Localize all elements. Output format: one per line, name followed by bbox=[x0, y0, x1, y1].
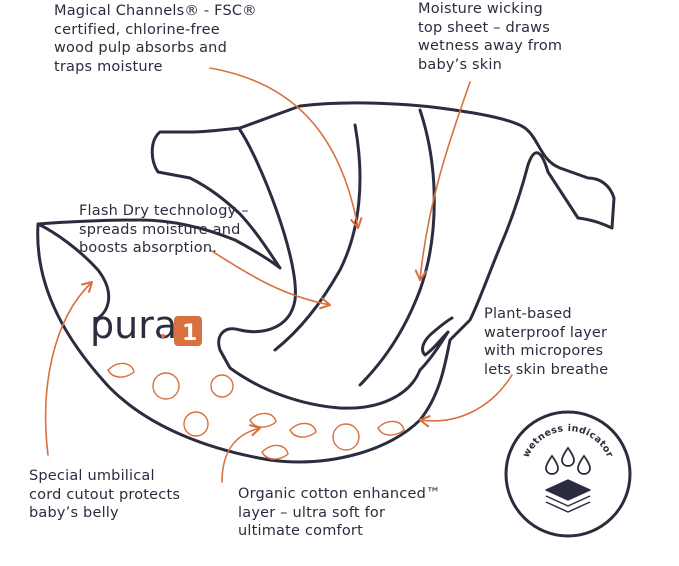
inner-channel-left bbox=[273, 123, 362, 352]
callout-magical-channels: Magical Channels® - FSC® certified, chlo… bbox=[54, 2, 257, 76]
callout-waterproof-layer: Plant-based waterproof layer with microp… bbox=[484, 305, 608, 379]
callout-line: certified, chlorine-free bbox=[54, 21, 220, 38]
leaf-print bbox=[261, 444, 289, 460]
callout-arrows bbox=[44, 67, 513, 483]
callout-umbilical-cutout: Special umbilical cord cutout protects b… bbox=[29, 467, 180, 523]
callout-line: wood pulp absorbs and bbox=[54, 40, 227, 56]
arrow-flash-dry bbox=[209, 249, 332, 310]
callout-line: spreads moisture and bbox=[79, 221, 241, 238]
callout-line: top sheet – draws bbox=[418, 19, 550, 36]
layers-icon bbox=[545, 479, 591, 513]
droplet-icon bbox=[545, 446, 591, 475]
callout-line: cord cutout protects bbox=[29, 486, 181, 503]
callout-line: Magical Channels® - FSC® bbox=[54, 3, 257, 19]
baby-face-print bbox=[183, 411, 209, 437]
arrow-waterproof-layer bbox=[418, 374, 513, 428]
arrow-organic-cotton bbox=[221, 424, 262, 483]
arrow-umbilical-cutout bbox=[44, 280, 94, 456]
diaper-illustration bbox=[36, 101, 616, 464]
callout-line: Plant-based bbox=[484, 306, 572, 322]
callout-line: Organic cotton enhanced™ bbox=[238, 486, 441, 502]
brand-logo: pura 1 bbox=[90, 303, 202, 347]
arrow-magical-channels bbox=[209, 67, 363, 230]
inner-sheet-outline bbox=[217, 128, 422, 410]
diaper-body-outline bbox=[36, 101, 616, 464]
callout-top-sheet: Moisture wicking top sheet – draws wetne… bbox=[418, 0, 562, 74]
callout-line: boosts absorption. bbox=[79, 240, 218, 256]
baby-face-print bbox=[210, 374, 234, 398]
left-wing bbox=[36, 222, 111, 322]
callout-line: traps moisture bbox=[54, 58, 163, 75]
callout-line: baby’s belly bbox=[29, 505, 119, 521]
ruffle-edge bbox=[418, 316, 454, 372]
callout-line: baby’s skin bbox=[418, 56, 503, 73]
leaf-print bbox=[249, 412, 277, 428]
inner-channel-right bbox=[358, 108, 436, 387]
wetness-indicator-badge: wetness indicator bbox=[504, 410, 632, 538]
pura-logo: pura bbox=[90, 303, 177, 347]
leaf-print bbox=[289, 422, 317, 438]
callout-line: layer – ultra soft for bbox=[238, 504, 386, 521]
callout-line: Special umbilical bbox=[29, 468, 155, 484]
diaper-prints bbox=[107, 362, 405, 460]
arrow-top-sheet bbox=[414, 81, 471, 282]
callout-line: with micropores bbox=[484, 343, 604, 359]
callout-line: Moisture wicking bbox=[418, 1, 543, 17]
callout-line: ultimate comfort bbox=[238, 523, 363, 539]
baby-face-print bbox=[332, 423, 360, 451]
callout-flash-dry: Flash Dry technology – spreads moisture … bbox=[79, 202, 249, 258]
logo-dot bbox=[161, 334, 165, 338]
baby-face-print bbox=[152, 372, 180, 400]
callout-organic-cotton: Organic cotton enhanced™ layer – ultra s… bbox=[238, 485, 441, 541]
callout-line: waterproof layer bbox=[484, 324, 608, 341]
badge-circle bbox=[504, 410, 632, 538]
leaf-print bbox=[377, 420, 405, 436]
callout-line: Flash Dry technology – bbox=[79, 203, 249, 219]
callout-line: wetness away from bbox=[418, 38, 563, 54]
leaf-print bbox=[107, 362, 135, 378]
size-badge bbox=[174, 316, 202, 346]
callout-line: lets skin breathe bbox=[484, 361, 609, 378]
size-number: 1 bbox=[182, 321, 197, 346]
